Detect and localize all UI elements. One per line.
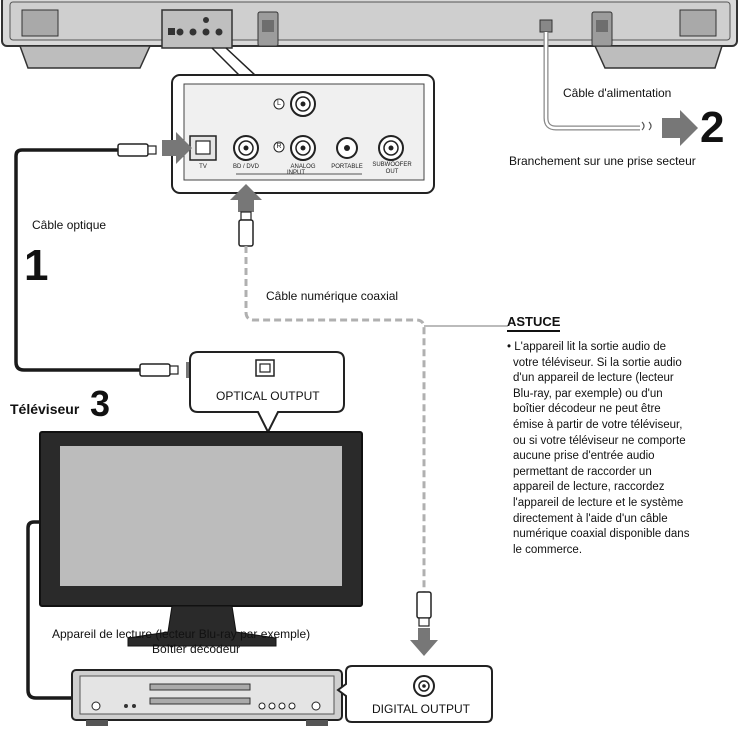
coaxial-cable <box>230 184 508 656</box>
panel-label-subwoofer: SUBWOOFER <box>372 162 412 168</box>
coaxial-cable-label: Câble numérique coaxial <box>266 289 399 303</box>
tip-line: numérique coaxial disponible dans <box>513 528 690 541</box>
digital-output-label: DIGITAL OUTPUT <box>372 702 471 716</box>
panel-label-analog: ANALOG <box>290 164 316 170</box>
tip-line: directement à l'aide d'un câble <box>513 512 668 525</box>
player-label-line2: Boîtier décodeur <box>152 642 241 656</box>
tip-line: permettant de raccorder un <box>513 465 652 478</box>
power-cable <box>543 32 698 146</box>
tip-line: émise à partir de votre téléviseur, <box>513 418 683 431</box>
panel-label-portable: PORTABLE <box>331 164 363 170</box>
optical-output-label: OPTICAL OUTPUT <box>216 389 320 403</box>
tip-line: le commerce. <box>513 543 583 556</box>
tip-line: Blu-ray, par exemple) ou d'un <box>513 387 663 400</box>
optical-output-callout <box>189 351 345 435</box>
step-2: 2 <box>700 103 725 152</box>
panel-label-left: L <box>277 100 281 107</box>
step-3: 3 <box>90 383 111 424</box>
panel-label-input: INPUT <box>287 170 305 176</box>
tip-box: ASTUCE • L'appareil lit la sortie audio … <box>507 313 739 558</box>
tip-line: appareil de lecture, raccordez <box>513 481 665 494</box>
panel-label-tv: TV <box>199 164 207 170</box>
tip-line: votre téléviseur. Si la sortie audio <box>513 356 682 369</box>
optical-cable-label: Câble optique <box>32 218 107 232</box>
panel-label-right: R <box>276 143 282 150</box>
panel-label-subwoofer-out: OUT <box>385 169 399 175</box>
tip-line: • L'appareil lit la sortie audio de <box>507 341 667 353</box>
tip-line: l'appareil de lecture et le système <box>513 496 684 509</box>
tip-text: • L'appareil lit la sortie audio de votr… <box>507 340 739 558</box>
player-label-line1: Appareil de lecture (lecteur Blu-ray par… <box>52 627 311 641</box>
outlet-label: Branchement sur une prise secteur <box>509 154 696 168</box>
panel-label-bd-dvd: BD / DVD <box>232 164 259 170</box>
power-cable-label: Câble d'alimentation <box>563 86 672 100</box>
tip-title: ASTUCE <box>507 314 561 332</box>
tip-line: ou si votre téléviseur ne comporte <box>513 434 686 447</box>
step-1: 1 <box>24 241 49 290</box>
sound-bar <box>1 0 738 69</box>
tv-label: Téléviseur <box>10 401 80 417</box>
blu-ray-player <box>71 669 343 726</box>
input-panel <box>171 47 435 194</box>
tip-line: d'un appareil de lecture (lecteur <box>513 372 674 385</box>
tip-line: boîtier décodeur ne peut être <box>513 403 661 416</box>
digital-output-callout <box>336 665 493 723</box>
television <box>26 431 363 700</box>
tip-line: aucune prise d'entrée audio <box>513 450 655 463</box>
